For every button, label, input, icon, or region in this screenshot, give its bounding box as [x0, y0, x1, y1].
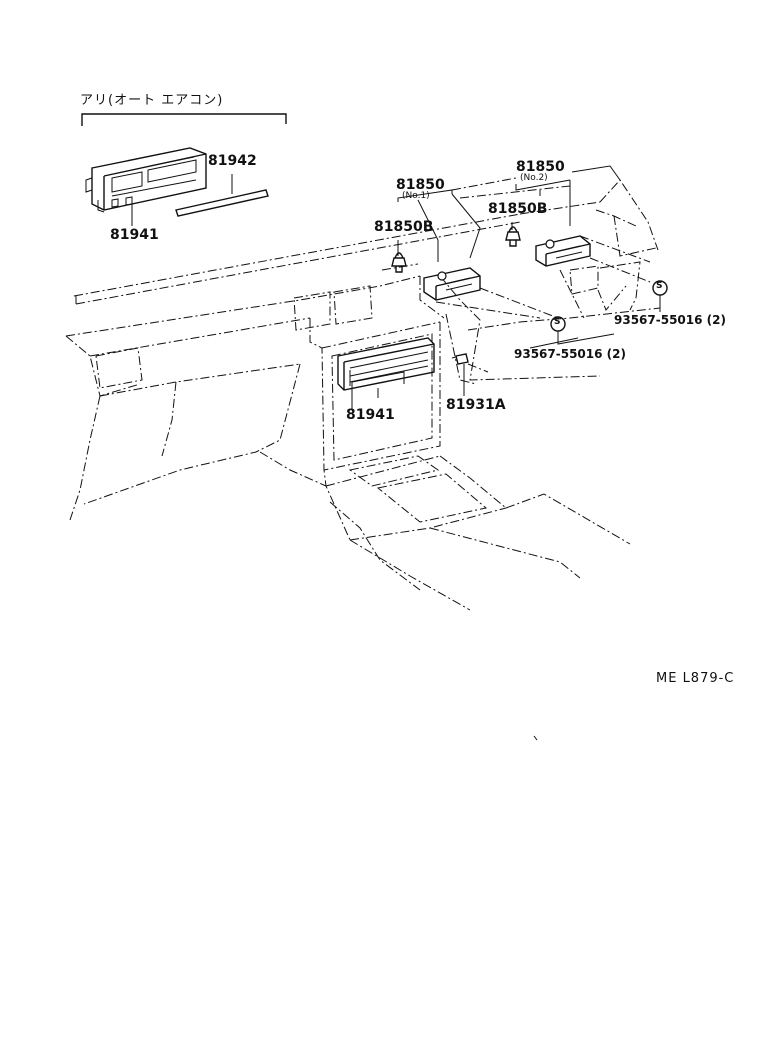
inset-auto-ac-panel	[85, 147, 207, 213]
panel-strip-81942	[175, 174, 269, 217]
bulb-right	[505, 226, 521, 247]
center-ac-panel	[337, 337, 435, 391]
callout-panel-strip: 81942	[208, 153, 257, 169]
callout-screw-right: 93567-55016 (2)	[614, 313, 726, 327]
callout-lamp-no2-tag: (No.2)	[520, 173, 548, 183]
callout-bulb-right: 81850B	[488, 201, 548, 217]
callout-lamp-no1-tag: (No.1)	[402, 191, 430, 201]
lamp-assembly-no2	[535, 235, 591, 267]
drawing-reference: ME L879-C	[656, 671, 735, 686]
screw-symbol-right-glyph: S	[656, 281, 663, 291]
dashboard-outline	[65, 179, 661, 611]
screw-symbol-left-glyph: S	[554, 317, 561, 327]
callout-switch-small: 81931A	[446, 397, 506, 413]
leader-lines	[351, 165, 661, 410]
stray-mark	[533, 735, 538, 741]
variant-note: アリ(オート エアコン)	[80, 93, 224, 108]
callout-lamp-assembly-no2: 81850	[516, 159, 565, 175]
callout-bulb-left: 81850B	[374, 219, 434, 235]
switch-81931a	[451, 353, 469, 365]
callout-screw-left: 93567-55016 (2)	[514, 347, 626, 361]
callout-auto-ac-panel: 81941	[110, 227, 159, 243]
lamp-assembly-no1	[423, 267, 481, 301]
variant-bracket	[81, 113, 287, 126]
callout-lamp-assembly-top: 81850	[396, 177, 445, 193]
bulb-left	[391, 252, 407, 273]
callout-center-panel: 81941	[346, 407, 395, 423]
